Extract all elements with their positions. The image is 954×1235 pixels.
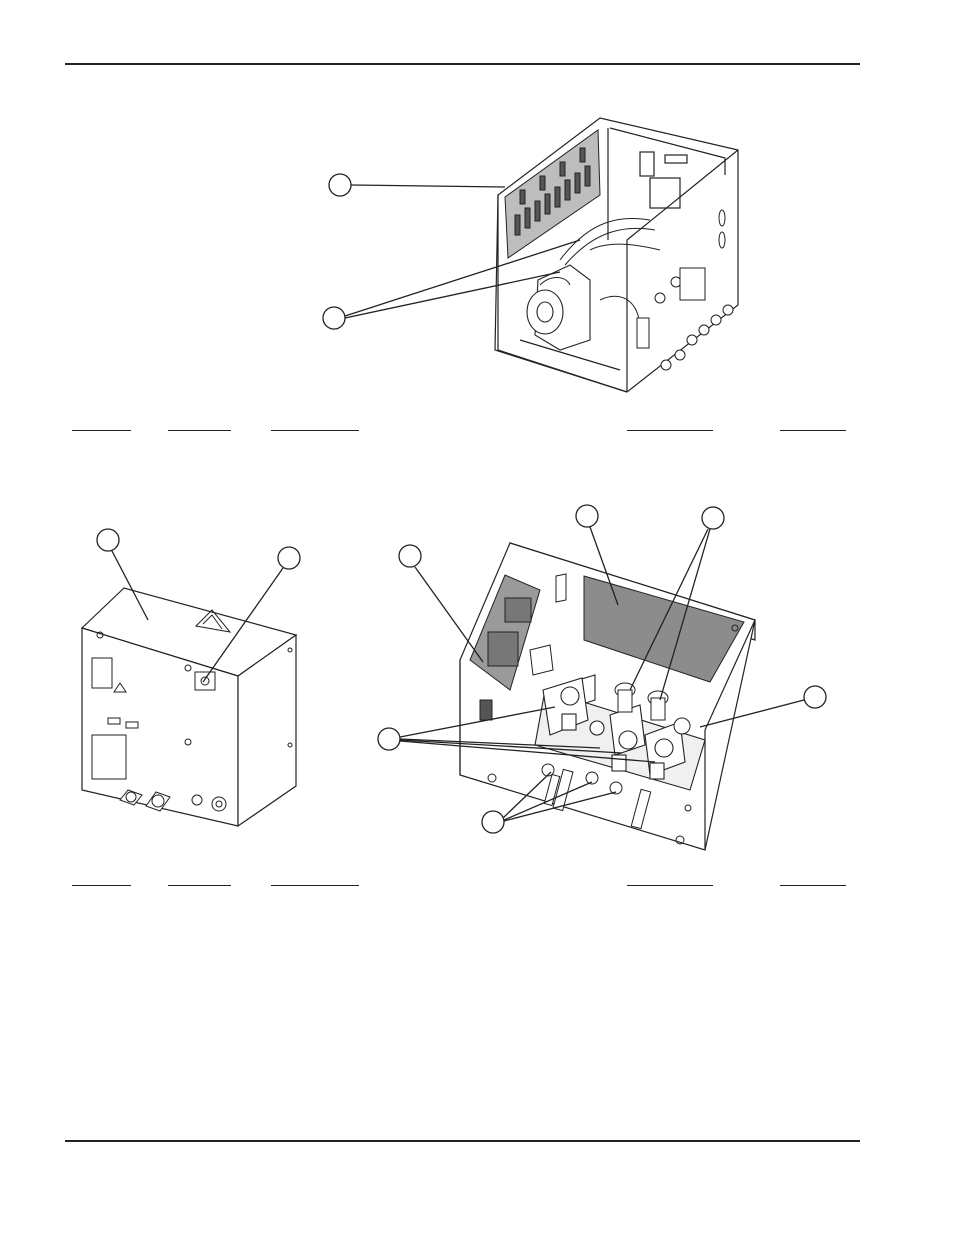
enclosure-fittings [119,789,227,812]
side-panel-fittings [636,209,734,371]
callout-left-board [398,544,484,663]
callout-fittings-top [629,506,725,701]
fittings [541,682,691,830]
callout-cover [96,528,149,621]
callout-valves [377,706,656,763]
pump-assembly [526,264,591,351]
blank-underlines-row-1 [0,430,954,432]
callout-pc-board [575,504,619,606]
blank-line [72,430,131,431]
blank-line [627,430,713,431]
terminal-board [504,129,601,259]
blank-line [168,430,231,431]
valve-module-drawing [377,504,827,851]
blank-line [780,885,846,886]
callout-1 [328,173,506,197]
left-board [469,573,567,721]
callout-right-fitting [699,685,827,728]
blank-line [271,885,359,886]
figure-control-module-interior [300,105,760,405]
blank-line [271,430,359,431]
blank-line [168,885,231,886]
blank-line [780,430,846,431]
header-rule [65,63,860,65]
callout-lower-fittings [481,771,617,834]
figure-enclosure-exterior [70,520,320,830]
control-module-drawing [322,117,739,393]
blank-line [72,885,131,886]
pc-board [583,575,745,683]
figure-valve-module-interior [370,500,830,860]
callout-2 [322,239,581,330]
footer-rule [65,1140,860,1142]
enclosure-drawing [80,528,301,828]
blank-line [627,885,713,886]
ac-connector [194,671,216,691]
callout-connector [202,546,301,683]
blank-underlines-row-2 [0,885,954,887]
